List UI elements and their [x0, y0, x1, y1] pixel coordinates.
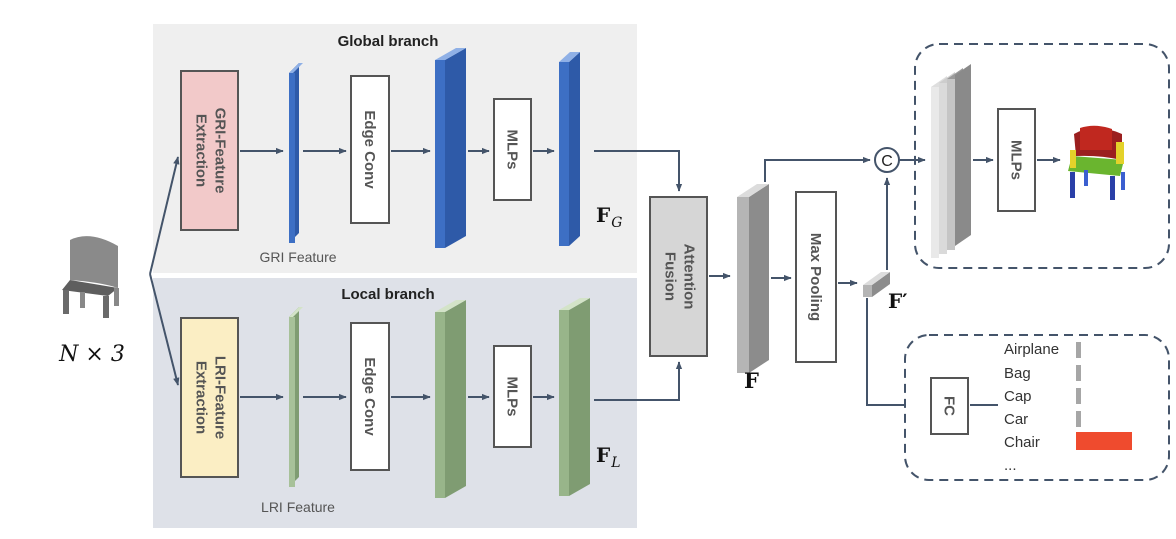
class-label: Chair	[1004, 434, 1040, 451]
class-label: ...	[1004, 457, 1017, 474]
local-branch-title: Local branch	[341, 286, 434, 303]
pooled-feature-vector	[863, 272, 890, 297]
pooled-feature-symbol: F′	[888, 289, 907, 313]
concat-symbol: C	[881, 153, 893, 170]
input-arrow-global	[149, 156, 180, 275]
local-output-feature-map	[559, 298, 590, 496]
mlps-box-segmentation	[997, 108, 1036, 212]
fused-feature-map	[737, 184, 769, 373]
class-score-bar	[1076, 388, 1081, 404]
global-output-feature-map	[559, 52, 580, 246]
class-score-bar	[1076, 342, 1081, 358]
lri-extraction-label-1: LRI-Feature	[212, 356, 229, 439]
mlps-box-global	[493, 98, 532, 201]
attention-fusion-label-1: Attention	[681, 244, 698, 310]
attention-fusion-box	[649, 196, 708, 357]
arrow-f-to-concat	[764, 156, 871, 182]
lri-extraction-box	[180, 317, 239, 478]
attention-fusion-label-2: Fusion	[662, 252, 679, 301]
fc-label: FC	[941, 396, 958, 416]
gri-extraction-label-1: GRI-Feature	[212, 108, 229, 194]
class-score-bar-predicted	[1076, 432, 1132, 450]
class-label: Cap	[1004, 388, 1032, 405]
edgeconv-feature-map-global	[435, 48, 466, 248]
edge-conv-label-global: Edge Conv	[361, 110, 378, 189]
mlps-label-global: MLPs	[504, 129, 521, 169]
mlps-box-local	[493, 345, 532, 448]
fused-feature-symbol: F	[744, 368, 759, 393]
lri-extraction-label-2: Extraction	[193, 361, 210, 434]
class-score-bar	[1076, 411, 1081, 427]
global-branch-title: Global branch	[338, 33, 439, 50]
input-arrow-local	[149, 273, 180, 386]
mlps-label-local: MLPs	[504, 376, 521, 416]
chair-point-cloud-icon	[62, 236, 119, 318]
segmentation-feature-stack	[931, 64, 971, 258]
local-output-symbol: FL	[596, 443, 621, 471]
gri-extraction-box	[180, 70, 239, 231]
class-label: Airplane	[1004, 341, 1059, 358]
lri-feature-map	[289, 307, 303, 487]
lri-feature-caption: LRI Feature	[261, 499, 335, 515]
gri-feature-caption: GRI Feature	[259, 249, 336, 265]
max-pooling-label: Max Pooling	[807, 233, 824, 321]
arrow-local-to-fusion	[594, 361, 683, 401]
edge-conv-box-global	[350, 75, 390, 224]
edge-conv-label-local: Edge Conv	[361, 357, 378, 436]
arrow-global-to-fusion	[594, 150, 683, 192]
class-score-bar	[1076, 365, 1081, 381]
global-output-symbol: FG	[596, 203, 622, 231]
class-label: Car	[1004, 411, 1028, 428]
edge-conv-box-local	[350, 322, 390, 471]
segmented-chair-icon	[1068, 125, 1125, 200]
input-size-label: N × 3	[58, 342, 125, 367]
class-label: Bag	[1004, 365, 1031, 382]
fc-box	[930, 377, 969, 435]
edgeconv-feature-map-local	[435, 300, 466, 498]
segmentation-head-panel	[914, 43, 1170, 269]
gri-extraction-label-2: Extraction	[193, 114, 210, 187]
gri-feature-map	[289, 63, 303, 243]
max-pooling-box	[795, 191, 837, 363]
mlps-label-segmentation: MLPs	[1008, 140, 1025, 180]
